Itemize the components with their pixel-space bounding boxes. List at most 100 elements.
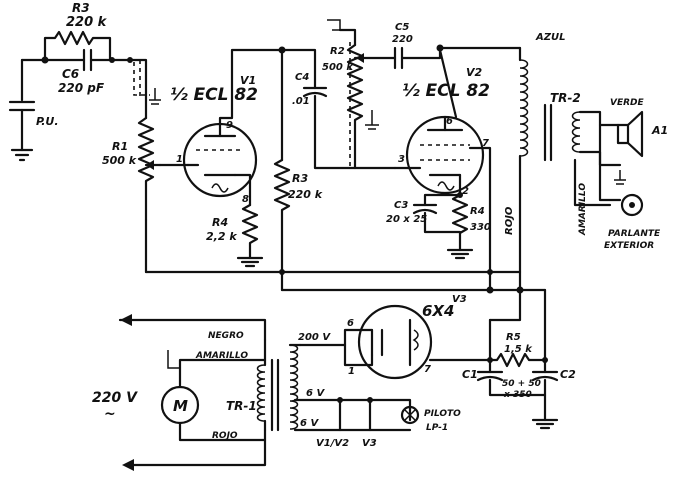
- capacitor-c3-plate: [412, 208, 438, 215]
- label-c1c2-value: 50 + 50: [502, 379, 541, 389]
- input-section: [8, 30, 190, 274]
- label-c6: C6: [62, 67, 79, 81]
- label-r5-value: 1,5 k: [504, 344, 533, 355]
- label-r1-value: 500 k: [102, 154, 137, 167]
- wire: [178, 421, 267, 442]
- potentiometer-r1: [137, 116, 155, 222]
- resistor-r4-left: [241, 203, 259, 260]
- label-parlante: PARLANTE: [608, 229, 661, 239]
- label-tube-v3: 6X4: [422, 302, 454, 320]
- labels: R3 220 k C6 220 pF P.U. R1 500 k ½ ECL 8…: [36, 1, 668, 449]
- ground-symbol: [149, 88, 161, 105]
- capacitor-c2-plate: [531, 375, 559, 382]
- tube-v1: [182, 48, 284, 268]
- tr2-secondary-winding: [571, 111, 581, 153]
- label-v3-pin1: 1: [348, 366, 355, 377]
- pilot-lamp-filament: [404, 409, 416, 421]
- wire-rojo: [128, 428, 267, 467]
- label-r2-value: 500 k: [322, 62, 354, 73]
- tube-v1-heater: [211, 183, 229, 193]
- junction-dot: [109, 57, 115, 63]
- heater-wire: [293, 398, 412, 422]
- label-c4: C4: [295, 72, 309, 83]
- junction-dot: [367, 397, 373, 403]
- tube-v3-plates: [370, 328, 384, 357]
- junction-dot: [337, 397, 343, 403]
- label-verde: VERDE: [610, 98, 645, 108]
- label-tube-v1: ½ ECL 82: [170, 85, 258, 105]
- label-v1-pin8: 8: [242, 194, 249, 205]
- wire: [338, 28, 357, 47]
- ground-symbol: [236, 256, 264, 268]
- label-negro: NEGRO: [208, 331, 244, 341]
- label-c3-value: 20 x 25: [386, 214, 427, 225]
- wire: [488, 378, 547, 397]
- tr1-secondary-winding: [289, 344, 299, 430]
- label-v2-pin7: 7: [482, 138, 489, 149]
- wire: [423, 193, 462, 207]
- label-v3: V3: [452, 294, 467, 305]
- wire: [233, 173, 252, 207]
- ground-symbol: [365, 110, 379, 130]
- label-azul: AZUL: [535, 32, 565, 43]
- junction-dot: [279, 269, 285, 275]
- pot-wiper-arrow: [356, 53, 364, 63]
- speaker-cone: [626, 110, 644, 158]
- arrow-left: [122, 459, 134, 471]
- label-piloto: PILOTO: [424, 409, 461, 419]
- tr2-primary-winding: [519, 59, 529, 157]
- label-v2-pin2: 2: [462, 186, 469, 197]
- jack-center: [629, 202, 635, 208]
- label-tr1: TR-1: [226, 399, 257, 413]
- label-r1: R1: [112, 140, 128, 153]
- label-v3-pin7: 7: [424, 364, 431, 375]
- label-v1: V1: [240, 74, 256, 87]
- label-rojo-left: ROJO: [212, 431, 238, 441]
- label-c3: C3: [394, 200, 408, 211]
- ground-symbol: [327, 19, 348, 31]
- label-v2-pin3: 3: [398, 154, 405, 165]
- label-6v-top: 6 V: [306, 388, 325, 399]
- resistor-r4-right: [451, 193, 469, 252]
- label-c4-value: .01: [292, 96, 310, 107]
- resistor-r3-plate: [273, 158, 291, 292]
- power-transformer-tr1: [118, 314, 420, 471]
- ground-symbol: [531, 418, 559, 430]
- arrow-left: [120, 314, 132, 326]
- label-motor: M: [173, 397, 188, 415]
- label-ac-tilde: ~: [104, 406, 116, 422]
- tube-v3-envelope: [357, 304, 433, 380]
- label-v1-pin1: 1: [176, 154, 183, 165]
- output-transformer-tr2: [518, 46, 644, 292]
- label-v1-pin9: 9: [226, 120, 233, 131]
- wire: [578, 110, 620, 127]
- tube-v3-heater: [412, 329, 419, 351]
- wire: [400, 46, 442, 60]
- resistor-r3-feedback: [43, 30, 112, 62]
- wire: [343, 328, 374, 367]
- label-c5: C5: [395, 22, 409, 33]
- label-200v: 200 V: [298, 332, 331, 343]
- label-a1: A1: [651, 124, 668, 137]
- label-v1v2-heaters: V1/V2: [316, 438, 349, 449]
- label-r3-mid-value: 220 k: [288, 188, 323, 201]
- label-c5-value: 220: [392, 34, 413, 45]
- label-r3-mid: R3: [292, 172, 308, 185]
- wire: [313, 94, 397, 170]
- label-r4-right-value: 330: [470, 222, 491, 233]
- label-r5: R5: [506, 332, 521, 343]
- label-r3-value: 220 k: [66, 15, 108, 30]
- wire: [167, 350, 180, 369]
- wire: [280, 48, 317, 90]
- wire: [488, 288, 522, 322]
- label-mains-voltage: 220 V: [92, 390, 138, 406]
- label-v2: V2: [466, 66, 483, 79]
- speaker-magnet: [616, 123, 630, 145]
- label-v3-heater: V3: [362, 438, 377, 449]
- label-r4-left-value: 2,2 k: [206, 230, 237, 243]
- wire-negro: [118, 318, 267, 342]
- label-c2: C2: [560, 368, 576, 381]
- ground-symbol: [10, 148, 34, 162]
- label-v3-pin6: 6: [347, 318, 354, 329]
